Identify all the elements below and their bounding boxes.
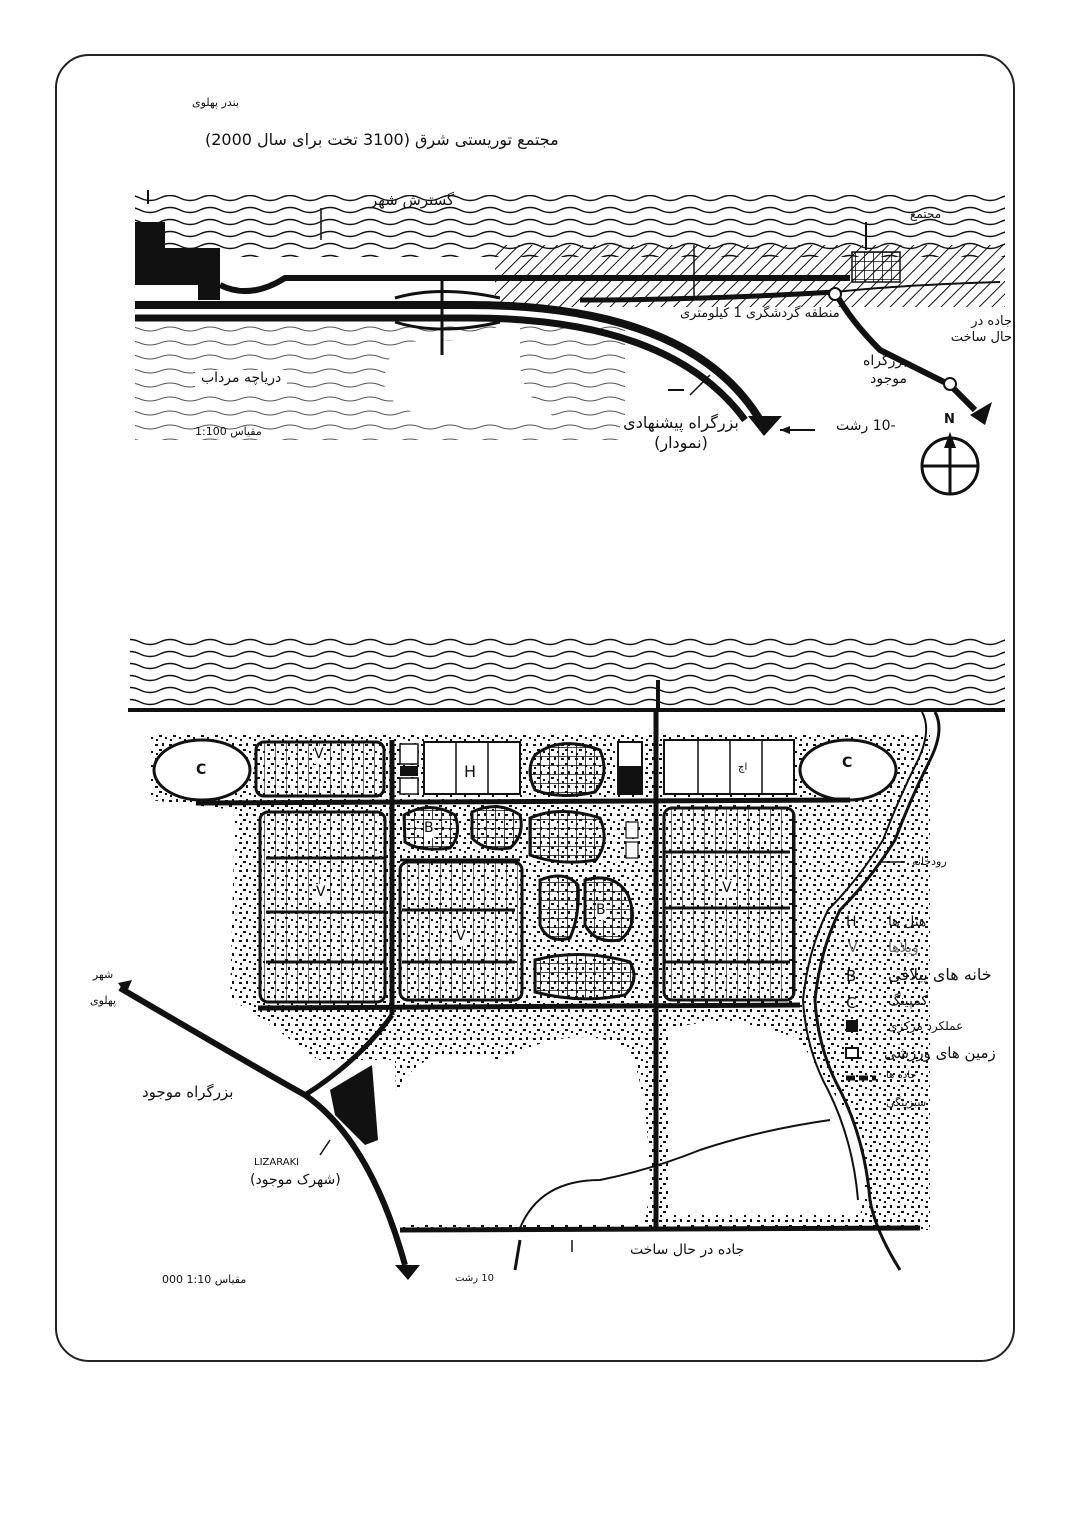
to-rasht-label-bottom: 10 رشت: [455, 1273, 494, 1284]
lagoon-waves: [135, 325, 620, 440]
bottom-map: [118, 635, 1005, 1280]
road-construction-label-bottom: جاده در حال ساخت: [630, 1242, 745, 1258]
legend-symbol-camping: C: [846, 994, 857, 1012]
villa-label-1: V: [314, 746, 324, 764]
legend-label-sports: زمین های ورزشی: [884, 1044, 996, 1062]
villa-label-3: V: [456, 928, 466, 946]
scale-label-top: مقیاس 1:100: [195, 425, 262, 438]
lagoon-label: دریاچه مرداب: [195, 370, 288, 388]
existing-town-label: (شهرک موجود): [250, 1172, 341, 1188]
existing-highway: [832, 290, 978, 413]
city-block: [135, 222, 220, 300]
villa-block-1: [254, 740, 386, 798]
legend-symbol-villa: V: [848, 940, 858, 956]
legend-label-roads: جاده ها: [886, 1070, 917, 1081]
legend-label-villa: ویلاها: [888, 940, 919, 956]
legend-label-greenery: سبزینگی: [886, 1096, 927, 1109]
greenery-icon: [846, 1096, 868, 1110]
lizaraki-label: LIZARAKI: [254, 1157, 300, 1168]
proposed-highway-label: بزرگراه پیشنهادی (نمودار): [623, 413, 739, 452]
camping-label-right: C: [842, 755, 853, 771]
cottage-4: [528, 810, 606, 864]
existing-highway-label-bottom: بزرگراه موجود: [142, 1083, 234, 1101]
legend-label-cottage: خانه های ییلاقی: [888, 965, 992, 984]
filled-square-icon: [846, 1020, 858, 1032]
legend-symbol-cottage: B: [846, 967, 857, 985]
cottage-label-2: B: [596, 902, 606, 920]
road-under-construction: [399, 1225, 921, 1233]
camping-left: [152, 738, 252, 802]
city-expansion-label: گسترش شهر: [370, 191, 455, 209]
to-rasht-label-top: -10 رشت: [836, 418, 896, 434]
north-arrow-icon: [920, 432, 980, 496]
villa-block-4: [662, 806, 796, 1002]
villa-label-4: V: [722, 880, 732, 898]
small-note-label: اچ: [738, 762, 748, 773]
hotel-label: H: [464, 762, 477, 781]
road-h2: [257, 1002, 801, 1011]
coastal-road: [218, 275, 850, 295]
cottage-7: [533, 953, 636, 1001]
cottage-5: [538, 874, 580, 941]
river: [813, 711, 941, 1271]
scale-label-bottom: مقیاس 1:10 000: [162, 1273, 247, 1286]
legend-symbol-hotel: H: [846, 914, 857, 930]
river-label: رودخانه: [912, 855, 947, 868]
page-frame: [55, 54, 1015, 1362]
map-title: مجتمع توریستی شرق (3100 تخت برای سال 200…: [205, 130, 559, 149]
open-field-right: [668, 1022, 865, 1215]
legend-label-camping: کمپینگ: [888, 993, 928, 1009]
road-h1: [195, 797, 851, 806]
cottage-3: [470, 805, 523, 851]
camping-label-left: C: [196, 762, 207, 778]
hotel-block-2: [663, 739, 795, 795]
cottage-label-1: B: [424, 820, 434, 838]
legend-label-hotel: هتل ها: [888, 914, 927, 930]
sea-bottom: [130, 635, 1005, 707]
north-label: N: [944, 412, 955, 427]
legend-label-central: عملکرد مرکزی: [888, 1019, 964, 1033]
top-map: [135, 190, 1005, 496]
city-name: بندر پهلوی: [192, 96, 240, 109]
open-field-left: [389, 1037, 650, 1225]
cottage-1: [528, 742, 606, 797]
existing-town: [330, 1065, 378, 1145]
existing-highway-label-top: بزرگراه موجود: [863, 353, 907, 387]
proposed-highway: [135, 301, 764, 423]
city-pahlavi-label: شهر پهلوی: [89, 968, 117, 1008]
open-square-icon: [845, 1047, 859, 1059]
cottage-6: [583, 876, 634, 943]
tourist-zone-label: منطقه گردشگری 1 کیلومتری: [680, 306, 840, 321]
complex-label: مجتمع: [910, 207, 942, 221]
hotel-block-1: [423, 741, 521, 795]
road-construction-label-top: جاده در حال ساخت: [950, 314, 1012, 346]
villa-label-2: V: [316, 884, 326, 902]
complex-grid: [851, 251, 901, 283]
villa-block-2: [258, 810, 387, 1004]
stream: [519, 1119, 831, 1229]
